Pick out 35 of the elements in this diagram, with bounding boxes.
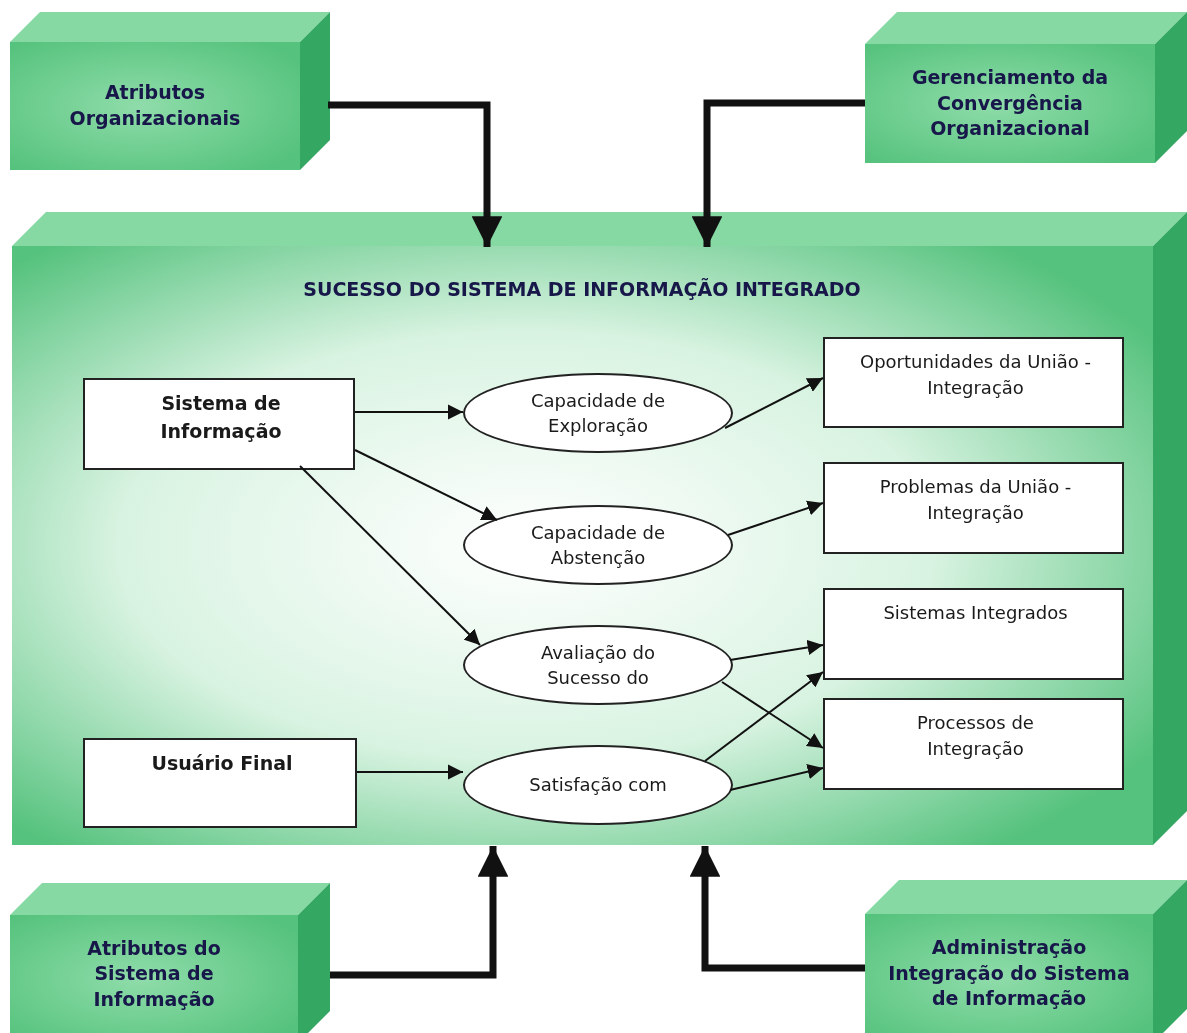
arrow [691, 99, 865, 247]
arrow [356, 764, 464, 780]
block-label: Atributos Organizacionais [68, 80, 242, 131]
arrow [724, 377, 824, 429]
box-label: Usuário Final [150, 751, 294, 776]
arrow [727, 500, 824, 536]
process-box [823, 462, 1124, 554]
arrow [330, 846, 509, 979]
arrow [689, 846, 865, 972]
box-label: Oportunidades da União - Integração [859, 350, 1092, 401]
process-box [823, 337, 1124, 428]
arrow [729, 764, 824, 791]
block-label: Administração Integração do Sistema de Informação [887, 935, 1131, 1012]
arrow [729, 639, 824, 661]
block-label: Atributos do Sistema de Informação [86, 935, 222, 1012]
arrow [354, 449, 498, 521]
ellipse-label: Capacidade de Abstenção [529, 520, 667, 570]
ellipse-label: Avaliação do Sucesso do [539, 640, 657, 690]
arrow [328, 101, 503, 247]
process-box [83, 738, 357, 828]
process-box [823, 588, 1124, 680]
box-label: Sistema de Informação [159, 391, 283, 444]
block-label: Gerenciamento da Convergência Organizacional [910, 65, 1110, 142]
arrow [354, 404, 464, 420]
box-label: Problemas da União - Integração [878, 475, 1073, 526]
process-box [823, 698, 1124, 790]
box-label: Processos de Integração [916, 711, 1035, 762]
ellipse-label: Capacidade de Exploração [529, 388, 667, 438]
arrow [721, 681, 824, 749]
ellipse-label: Satisfação com [528, 773, 668, 798]
process-box [83, 378, 355, 470]
panel-heading: SUCESSO DO SISTEMA DE INFORMAÇÃO INTEGRADO [302, 278, 862, 300]
arrow [704, 671, 824, 762]
arrow [299, 465, 481, 646]
box-label: Sistemas Integrados [882, 601, 1069, 625]
